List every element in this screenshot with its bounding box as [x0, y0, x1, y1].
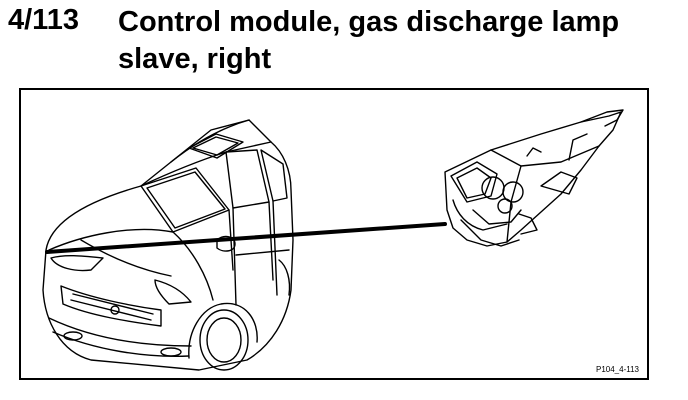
headlamp-module-illustration	[444, 109, 624, 247]
title-line-1: Control module, gas discharge lamp	[118, 6, 620, 38]
title-line-2: slave, right	[118, 43, 272, 75]
illustration	[42, 109, 624, 371]
component-title: Control module, gas discharge lamp slave…	[118, 4, 678, 78]
illustration-frame: P104_4-113	[19, 88, 649, 380]
car-illustration	[42, 119, 294, 371]
component-reference-number: 4/113	[8, 4, 79, 36]
figure-code: P104_4-113	[596, 365, 639, 374]
leader-line	[45, 222, 447, 254]
